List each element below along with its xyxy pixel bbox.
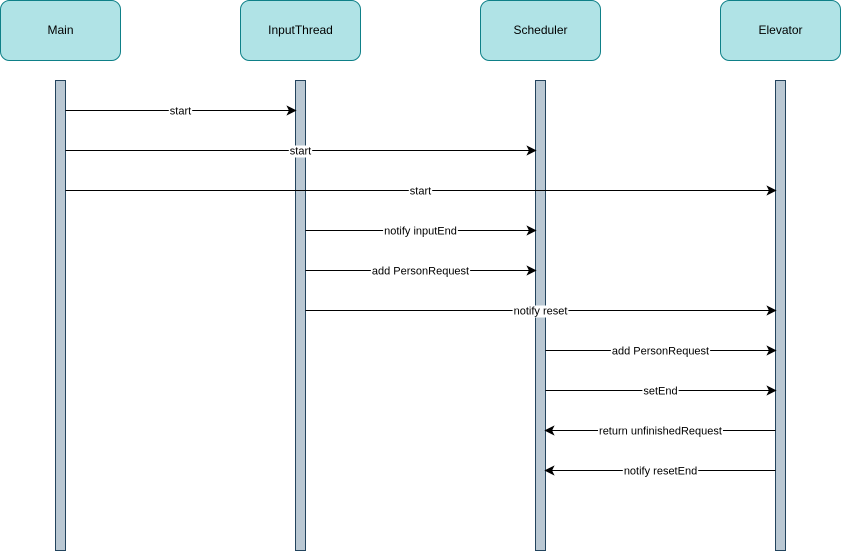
actor-main: Main <box>0 0 121 61</box>
lifeline-main <box>55 80 66 551</box>
actor-label: Scheduler <box>513 23 567 37</box>
message-label-background <box>642 385 679 398</box>
message-label-background <box>622 465 699 478</box>
arrowhead-icon <box>526 225 537 236</box>
actor-box <box>480 0 601 61</box>
message-label-background <box>408 185 433 198</box>
message-label: notify inputEnd <box>384 226 457 238</box>
message-label: return unfinishedRequest <box>599 426 722 438</box>
message-label: setEnd <box>643 386 677 398</box>
message-label: add PersonRequest <box>612 346 709 358</box>
actor-sched: Scheduler <box>480 0 601 61</box>
message-label: start <box>290 146 311 158</box>
actor-label: Elevator <box>758 23 802 37</box>
actors: Main InputThread Scheduler Elevator <box>0 0 841 61</box>
arrowhead-icon <box>286 105 297 116</box>
actor-input: InputThread <box>240 0 361 61</box>
message-label-background <box>512 305 569 318</box>
message-label: start <box>410 186 431 198</box>
message-label: add PersonRequest <box>372 266 469 278</box>
message-label-background <box>288 145 313 158</box>
message-label-background <box>383 225 458 238</box>
message-label-background <box>370 265 471 278</box>
message-label: start <box>170 106 191 118</box>
message-label: notify reset <box>514 306 568 318</box>
arrowhead-icon <box>766 345 777 356</box>
arrowhead-icon <box>526 145 537 156</box>
arrowhead-icon <box>526 265 537 276</box>
message-label-background <box>598 425 723 438</box>
messages: start start start notify inputEnd add Person… <box>65 105 777 478</box>
lifeline-elev <box>775 80 786 551</box>
message-label-background <box>610 345 711 358</box>
arrowhead-icon <box>544 465 555 476</box>
actor-box <box>0 0 121 61</box>
message-label: notify resetEnd <box>624 466 697 478</box>
arrowhead-icon <box>766 385 777 396</box>
arrowhead-icon <box>544 425 555 436</box>
actor-elev: Elevator <box>720 0 841 61</box>
arrowhead-icon <box>766 305 777 316</box>
actor-label: InputThread <box>268 23 333 37</box>
message-label-background <box>168 105 193 118</box>
actor-label: Main <box>47 23 73 37</box>
arrowhead-icon <box>766 185 777 196</box>
actor-box <box>240 0 361 61</box>
